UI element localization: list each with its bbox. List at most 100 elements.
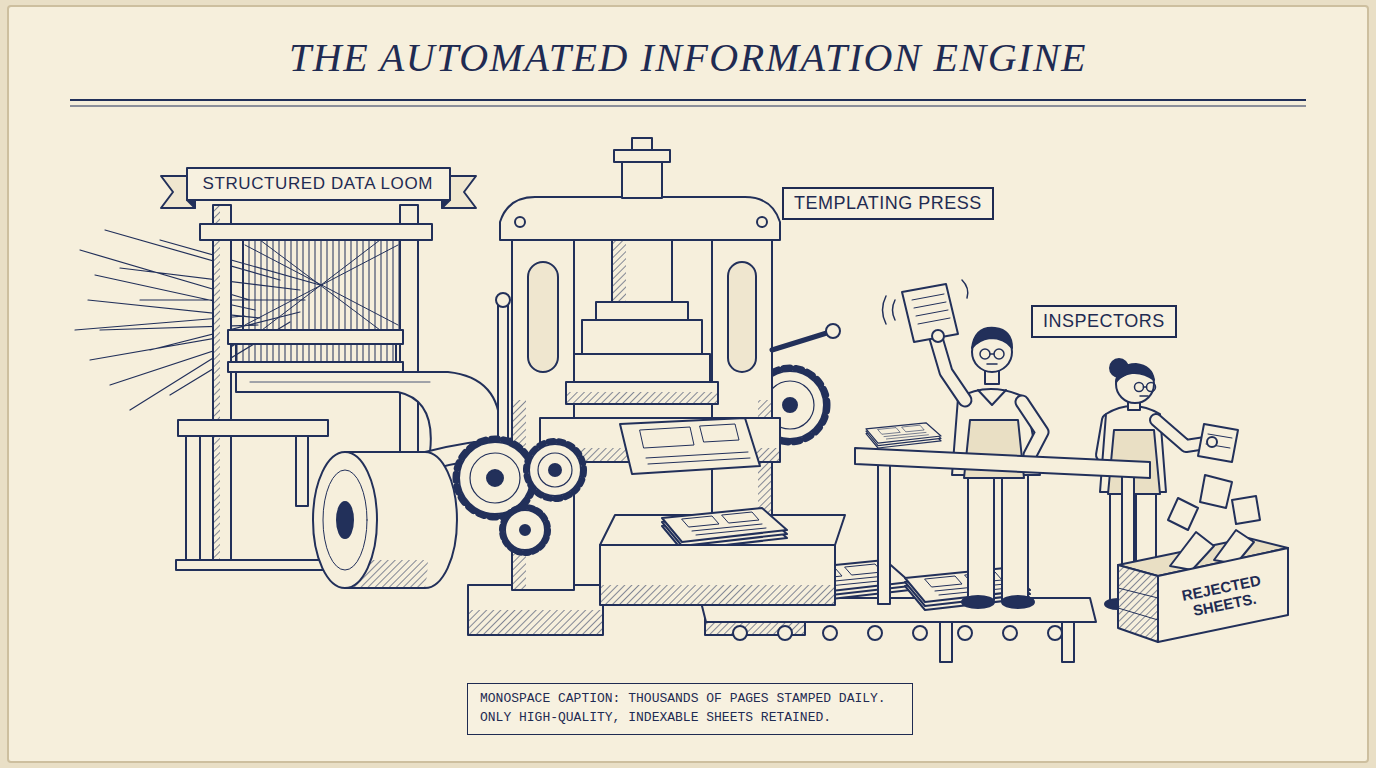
gear — [783, 398, 797, 412]
inspector-figure — [987, 354, 997, 364]
inspector-figure — [902, 284, 958, 342]
printing-press — [500, 197, 780, 240]
engraving-illustration — [75, 138, 1288, 662]
conveyor-belt — [733, 626, 747, 640]
printing-press — [528, 262, 558, 372]
inspector-figure — [1198, 424, 1238, 462]
gear — [502, 507, 548, 553]
printing-press — [728, 262, 756, 372]
loom-frame — [178, 420, 328, 436]
printing-press — [646, 452, 750, 464]
inspector-figure — [962, 596, 994, 608]
inspector-figure — [1116, 364, 1154, 382]
conveyor-belt — [940, 622, 952, 662]
conveyor-belt — [1003, 626, 1017, 640]
inspector-figure — [1207, 437, 1217, 447]
loom-frame — [228, 362, 403, 372]
conveyor-belt — [823, 626, 837, 640]
rejected-bin — [1118, 530, 1288, 642]
printing-press — [468, 585, 603, 635]
printing-press — [640, 427, 694, 448]
paper-sheet — [8, 6, 1368, 762]
printing-press — [622, 160, 662, 198]
title-rule — [70, 99, 1306, 101]
loom-frame — [296, 436, 308, 506]
printing-press — [515, 217, 525, 227]
title-rule — [70, 100, 1306, 106]
loom-frame — [228, 330, 403, 344]
inspector-figure — [1147, 383, 1156, 392]
inspection-table — [855, 423, 1150, 604]
rejected-bin — [1118, 565, 1158, 642]
inspector-figure — [1140, 387, 1148, 396]
inspector-figure — [1135, 383, 1144, 392]
printing-press — [632, 138, 652, 150]
rejected-bin — [1158, 548, 1288, 642]
caption-box: MONOSPACE CAPTION: THOUSANDS OF PAGES ST… — [467, 683, 913, 735]
conveyor-belt — [778, 626, 792, 640]
inspection-table — [866, 423, 941, 448]
inspector-figure — [1232, 496, 1260, 524]
paper-roll — [337, 502, 353, 538]
inspector-figure — [972, 328, 1012, 348]
inspector-figure — [994, 349, 1004, 359]
title-rule — [70, 106, 1306, 107]
node-text: INSPECTORS — [1043, 311, 1165, 332]
gear — [470, 453, 520, 503]
gear — [459, 442, 531, 514]
printing-press — [596, 302, 688, 320]
loom-frame — [213, 205, 231, 565]
printing-press — [574, 354, 710, 382]
loom-frame — [243, 240, 400, 330]
part-label-box: INSPECTORS — [1031, 305, 1177, 338]
conveyor-belt — [913, 626, 927, 640]
inspector-figure — [978, 390, 1006, 405]
printing-press — [566, 382, 718, 404]
inspector-figure — [1022, 402, 1042, 455]
caption-text: MONOSPACE CAPTION: THOUSANDS OF PAGES ST… — [480, 690, 900, 728]
printing-press — [620, 418, 760, 474]
part-label-box: TEMPLATING PRESS — [782, 187, 994, 220]
conveyor-belt — [1062, 622, 1074, 662]
output-tray — [600, 508, 845, 605]
inspector-figure — [936, 338, 965, 400]
loom-frame — [245, 240, 398, 330]
paper-roll — [313, 452, 377, 588]
gear — [487, 470, 503, 486]
conveyor-belt — [958, 626, 972, 640]
printing-press — [772, 332, 830, 350]
printing-press — [468, 610, 603, 635]
conveyor-belt — [868, 626, 882, 640]
gear — [538, 453, 572, 487]
gear — [520, 525, 530, 535]
paper-roll — [323, 470, 367, 570]
inspector-figure — [1168, 498, 1198, 530]
node-text: STRUCTURED DATA LOOM — [203, 174, 434, 194]
gear — [549, 464, 561, 476]
banner-label: STRUCTURED DATA LOOM — [161, 168, 476, 208]
gear — [505, 510, 545, 550]
ribbon-part — [187, 200, 195, 208]
inspection-table — [878, 462, 890, 604]
inspector-figure — [932, 330, 944, 342]
printing-press — [498, 300, 508, 440]
inspector-figure — [1206, 434, 1232, 448]
loom-frame — [236, 344, 396, 362]
rejected-bin — [1170, 532, 1214, 570]
loom-frame — [186, 436, 200, 566]
inspector-figure — [912, 294, 950, 324]
printing-press — [582, 320, 702, 354]
inspector-figure — [1002, 470, 1028, 600]
page-title: THE AUTOMATED INFORMATION ENGINE — [0, 34, 1376, 81]
printing-press — [757, 217, 767, 227]
rejected-bin — [1118, 565, 1158, 642]
printing-press — [566, 392, 718, 404]
loom-frame — [213, 205, 220, 565]
inspector-figure — [968, 470, 994, 600]
conveyor-belt — [1048, 626, 1062, 640]
inspector-figure — [1022, 402, 1042, 455]
printing-press — [826, 324, 840, 338]
